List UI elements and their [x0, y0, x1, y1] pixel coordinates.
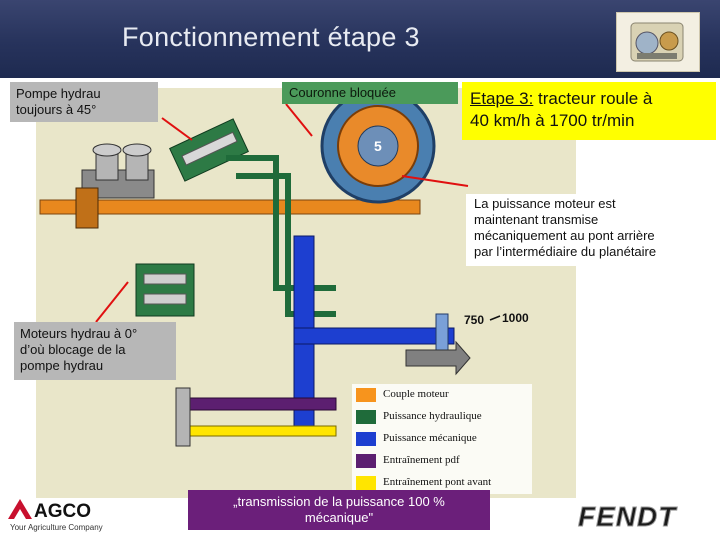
legend-swatch [356, 454, 376, 468]
agco-logo: AGCO Your Agriculture Company [6, 497, 116, 538]
scale-arrow [489, 315, 501, 321]
power-callout-line4: par l’intermédiaire du planétaire [474, 244, 657, 259]
pto-shaft [185, 397, 337, 411]
scale-right-label: 1000 [502, 311, 529, 325]
stage-callout: Etape 3: tracteur roule à 40 km/h à 1700… [462, 82, 716, 140]
legend-swatch [356, 476, 376, 490]
transmission-callout: „transmission de la puissance 100 % méca… [188, 490, 490, 530]
gear-number: 5 [374, 138, 382, 154]
legend: Couple moteur Puissance hydraulique Puis… [352, 384, 532, 494]
hydraulic-line-lower [236, 173, 336, 317]
legend-swatch [356, 388, 376, 402]
hydraulic-pump [169, 118, 249, 182]
legend-label: Entraînement pont avant [383, 476, 492, 488]
mechanical-output-shaft [293, 327, 455, 345]
motors-callout-line2: d’où blocage de la [20, 342, 126, 357]
motors-callout: Moteurs hydrau à 0° d’où blocage de la p… [14, 322, 176, 380]
agco-name: AGCO [34, 501, 91, 522]
pump-callout: Pompe hydrau toujours à 45° [10, 82, 158, 122]
legend-label: Couple moteur [383, 388, 449, 400]
slide-title: Fonctionnement étape 3 [122, 22, 420, 52]
legend-label: Puissance mécanique [383, 432, 477, 444]
legend-swatch [356, 432, 376, 446]
transmission-callout-line1: „transmission de la puissance 100 % [233, 494, 445, 509]
power-callout: La puissance moteur est maintenant trans… [466, 194, 716, 266]
motors-callout-line3: pompe hydrau [20, 358, 104, 373]
transmission-callout-line2: mécanique" [304, 510, 374, 525]
power-callout-line3: mécaniquement au pont arrière [474, 228, 655, 243]
front-axle-shaft [185, 425, 337, 437]
crown-callout-label: Couronne bloquée [289, 85, 396, 100]
output-arrow [405, 340, 471, 376]
legend-label: Entraînement pdf [383, 454, 460, 466]
stage-callout-rest: tracteur roule à [533, 89, 653, 108]
power-callout-line2: maintenant transmise [474, 212, 599, 227]
legend-label: Puissance hydraulique [383, 410, 482, 422]
header-bar: Fonctionnement étape 3 [0, 0, 720, 78]
clutch-pack [175, 387, 191, 447]
flywheel [75, 187, 99, 229]
crown-callout: Couronne bloquée [282, 82, 458, 104]
tractor-thumbnail-image [616, 12, 700, 72]
pump-callout-line1: Pompe hydrau [16, 86, 101, 101]
engine-torque-shaft [39, 199, 421, 215]
motors-callout-line1: Moteurs hydrau à 0° [20, 326, 138, 341]
legend-swatch [356, 410, 376, 424]
engine-block [81, 143, 155, 199]
fendt-logo: FENDT [576, 500, 710, 537]
fendt-wordmark: FENDT [578, 501, 678, 532]
planetary-gear: 5 [320, 88, 436, 204]
agco-tagline: Your Agriculture Company [10, 523, 103, 532]
hydraulic-motor [135, 263, 195, 317]
scale-left-label: 750 [464, 313, 484, 327]
pump-callout-line2: toujours à 45° [16, 102, 97, 117]
stage-callout-line2: 40 km/h à 1700 tr/min [470, 111, 635, 130]
stage-callout-prefix: Etape 3: [470, 89, 534, 108]
power-callout-line1: La puissance moteur est [474, 196, 616, 211]
